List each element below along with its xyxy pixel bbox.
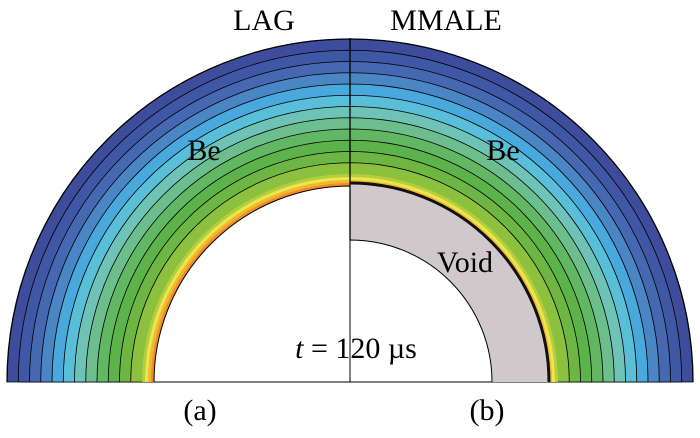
inner-cavity [153,185,351,383]
mmale-label: MMALE [390,4,502,37]
lag-label: LAG [233,4,295,37]
time-value: = 120 µs [303,332,416,365]
lag-half-panel [6,38,351,383]
void-interface-line [349,181,551,383]
inner-cavity [349,239,493,383]
left-material-label: Be [187,134,220,167]
time-annotation: t = 120 µs [295,332,417,365]
void-label: Void [437,246,493,279]
mmale-half-panel [349,38,694,383]
right-material-label: Be [486,134,519,167]
panel-b-label: (b) [470,394,505,427]
time-variable: t [295,332,304,365]
panel-a-label: (a) [183,394,216,427]
